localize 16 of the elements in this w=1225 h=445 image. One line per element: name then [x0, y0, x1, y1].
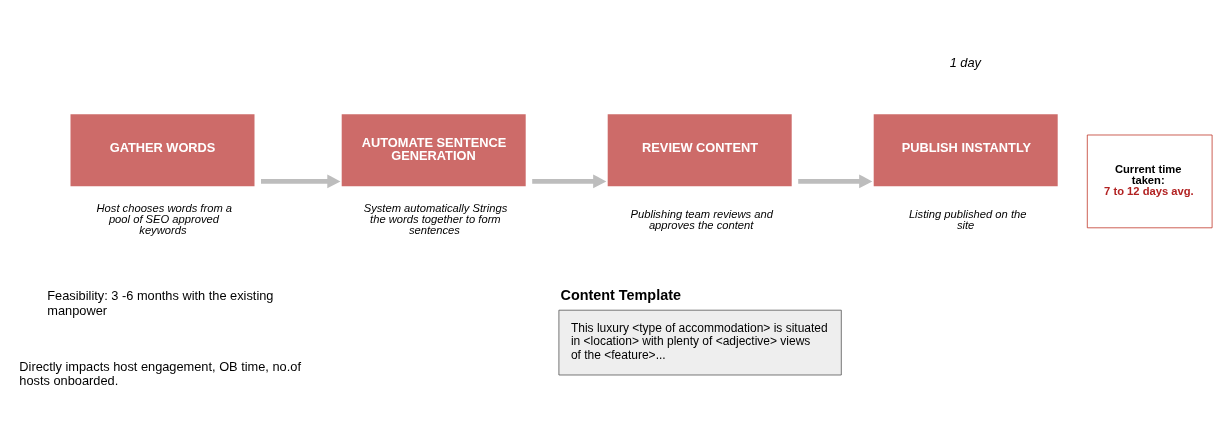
- label: Feasibility: 3 -6 months with the existing manpower: [47, 287, 274, 318]
- node-box: PUBLISH INSTANTLY: [873, 113, 1058, 186]
- arrow: [261, 174, 341, 188]
- node-box: Current time taken: 7 to 12 days avg.: [1086, 134, 1213, 228]
- label: Directly impacts host engagement, OB time, no.of hosts onboarded.: [19, 358, 301, 388]
- node-label: Listing published on the site: [908, 207, 1027, 231]
- node-label: Content Template: [560, 286, 681, 303]
- node-label: System automatically Strings the words together to form sentences: [363, 201, 508, 236]
- node-box: REVIEW CONTENT: [607, 113, 792, 186]
- label: 1 day: [949, 54, 982, 70]
- arrow: [798, 174, 873, 188]
- node-box: AUTOMATE SENTENCE GENERATION: [341, 113, 526, 186]
- arrow: [532, 174, 607, 188]
- node-label: Publishing team reviews and approves the content: [630, 207, 773, 231]
- node-label: Host chooses words from a pool of SEO approved keywords: [96, 201, 233, 236]
- node-box: GATHER WORDS: [70, 113, 255, 186]
